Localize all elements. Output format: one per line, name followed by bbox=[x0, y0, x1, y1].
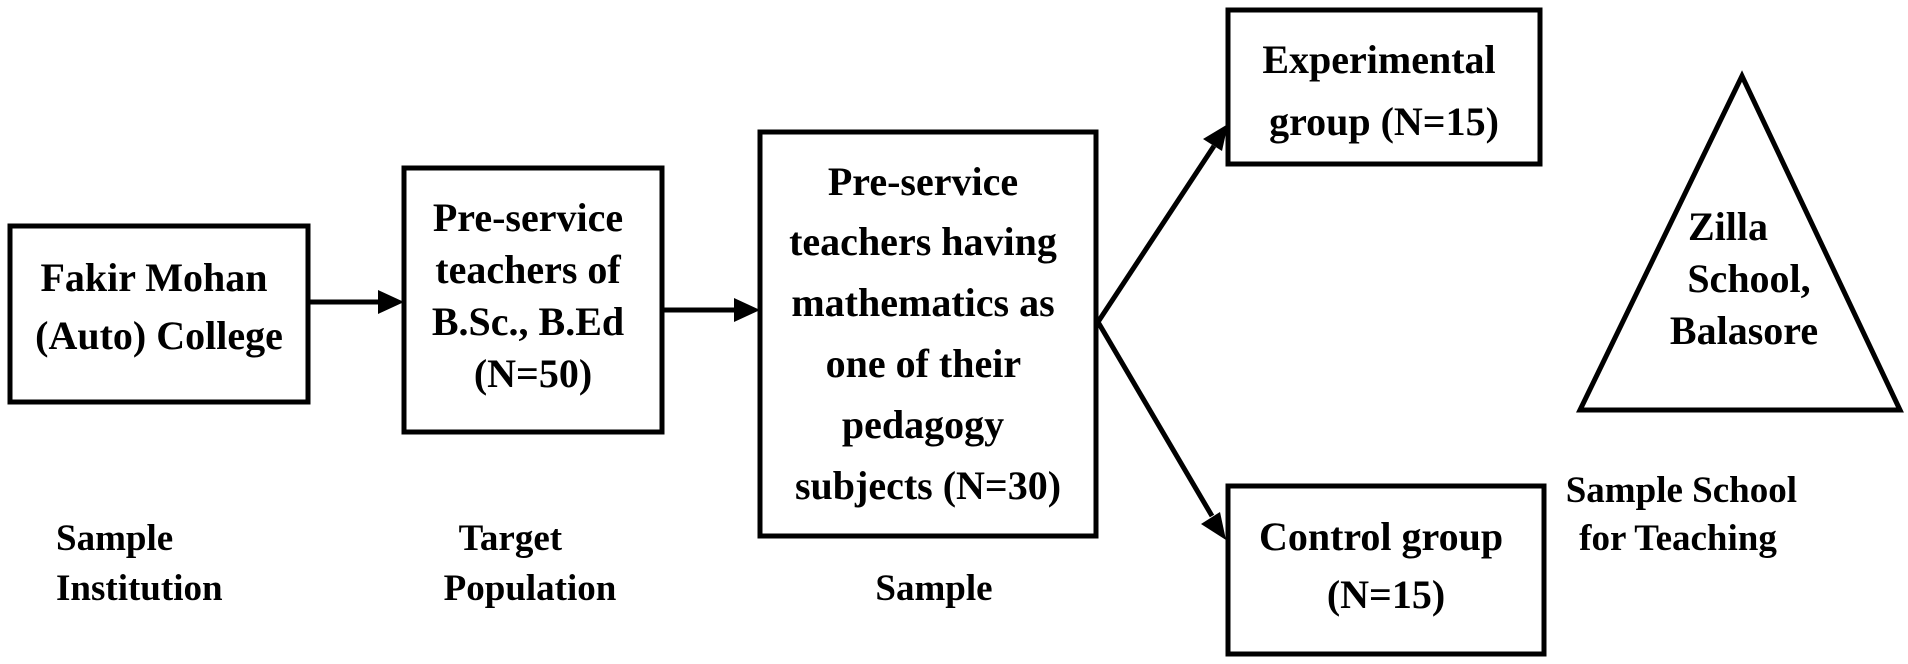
sample-label: Pre-service teachers having mathematics … bbox=[789, 159, 1067, 508]
sample-caption-line: Sample bbox=[875, 568, 992, 609]
control-label: Control group (N=15) bbox=[1259, 514, 1513, 617]
population-label-line: teachers of bbox=[435, 247, 621, 292]
sample-node: Pre-service teachers having mathematics … bbox=[757, 129, 1099, 539]
population-box bbox=[401, 165, 665, 435]
sample-label-line: Pre-service bbox=[828, 159, 1018, 204]
sample-label-line: teachers having bbox=[789, 219, 1057, 264]
population-caption-line: Target bbox=[459, 518, 563, 559]
institution-node: Fakir Mohan (Auto) College bbox=[7, 223, 311, 405]
school-caption: Sample School for Teaching bbox=[1566, 470, 1807, 559]
population-caption: Target Population bbox=[444, 518, 617, 609]
institution-caption-line: Sample bbox=[56, 518, 173, 559]
institution-label-line: Fakir Mohan bbox=[40, 255, 267, 300]
school-label-line: School, bbox=[1687, 256, 1810, 301]
experimental-box bbox=[1225, 7, 1543, 167]
sample-label-line: mathematics as bbox=[791, 280, 1054, 325]
arrow-population-to-sample bbox=[662, 298, 760, 322]
arrow-institution-to-population bbox=[308, 290, 404, 314]
sample-caption: Sample bbox=[875, 568, 992, 609]
control-label-line: (N=15) bbox=[1327, 572, 1445, 617]
school-caption-line: Sample School bbox=[1566, 470, 1797, 511]
institution-caption: Sample Institution bbox=[56, 518, 223, 609]
experimental-label-line: Experimental bbox=[1262, 37, 1495, 82]
population-caption-line: Population bbox=[444, 568, 617, 609]
control-box bbox=[1225, 483, 1547, 657]
institution-label: Fakir Mohan (Auto) College bbox=[35, 255, 283, 358]
population-label: Pre-service teachers of B.Sc., B.Ed (N=5… bbox=[432, 195, 634, 396]
experimental-node: Experimental group (N=15) bbox=[1225, 7, 1543, 167]
school-caption-line: for Teaching bbox=[1579, 518, 1777, 559]
institution-caption-line: Institution bbox=[56, 568, 223, 609]
institution-label-line: (Auto) College bbox=[35, 313, 283, 358]
school-triangle bbox=[1576, 70, 1904, 413]
sample-label-line: one of their bbox=[826, 341, 1021, 386]
sample-box bbox=[757, 129, 1099, 539]
control-node: Control group (N=15) bbox=[1225, 483, 1547, 657]
population-label-line: B.Sc., B.Ed bbox=[432, 299, 624, 344]
school-label: Zilla School, Balasore bbox=[1670, 204, 1821, 353]
arrow-sample-to-control bbox=[1095, 320, 1226, 540]
population-node: Pre-service teachers of B.Sc., B.Ed (N=5… bbox=[401, 165, 665, 435]
population-label-line: Pre-service bbox=[433, 195, 623, 240]
sample-label-line: pedagogy bbox=[842, 402, 1004, 447]
arrow-sample-to-experimental bbox=[1095, 124, 1228, 324]
institution-box bbox=[7, 223, 311, 405]
school-label-line: Balasore bbox=[1670, 308, 1818, 353]
experimental-label: Experimental group (N=15) bbox=[1262, 37, 1505, 144]
sample-label-line: subjects (N=30) bbox=[795, 463, 1061, 508]
control-label-line: Control group bbox=[1259, 514, 1503, 559]
school-label-line: Zilla bbox=[1688, 204, 1768, 249]
population-label-line: (N=50) bbox=[474, 351, 592, 396]
school-node: Zilla School, Balasore bbox=[1576, 70, 1904, 413]
experimental-label-line: group (N=15) bbox=[1269, 99, 1499, 144]
